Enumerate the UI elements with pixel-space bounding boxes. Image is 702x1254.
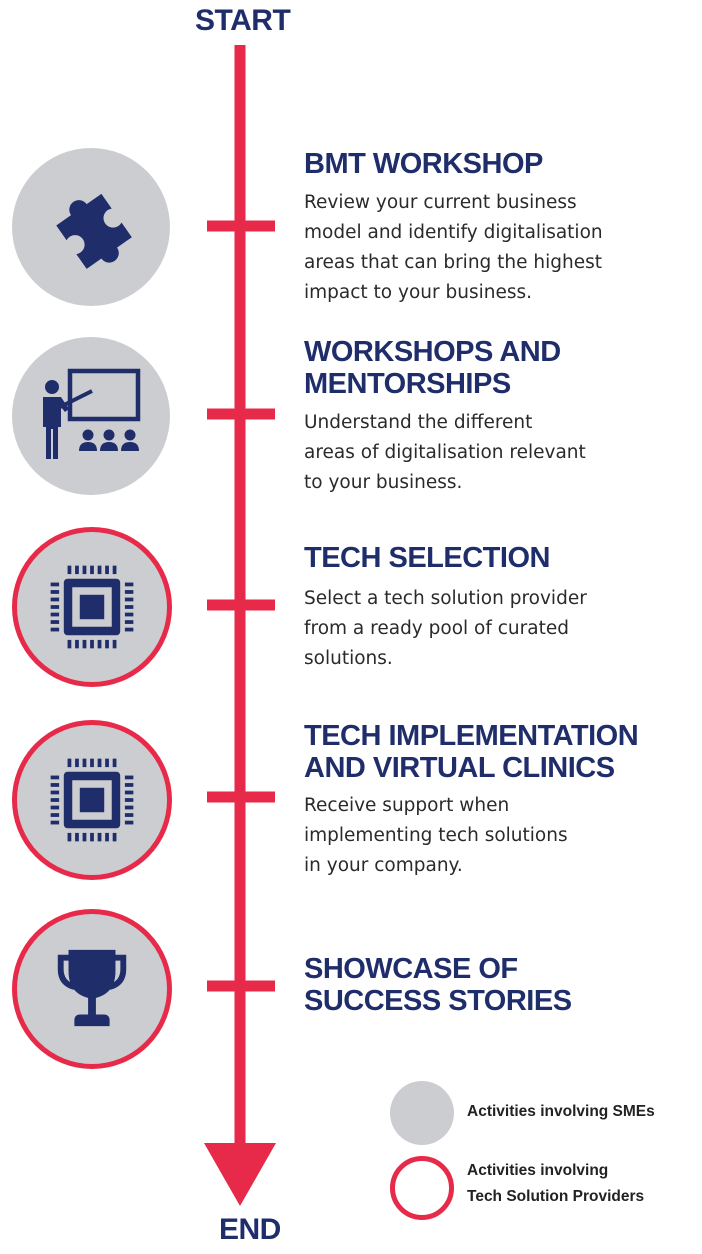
step-3-title: TECH SELECTION <box>304 542 550 574</box>
end-label: END <box>219 1213 281 1246</box>
step-2-circle <box>12 337 170 495</box>
trophy-icon <box>57 949 127 1027</box>
step-5-circle <box>12 909 172 1069</box>
step-4-title: TECH IMPLEMENTATION AND VIRTUAL CLINICS <box>304 720 639 784</box>
legend-label-tech: Activities involving Tech Solution Provi… <box>467 1162 645 1205</box>
step-3-circle <box>12 527 172 687</box>
step-1-description: Review your current business model and i… <box>304 192 603 303</box>
microchip-icon <box>50 758 134 842</box>
step-2-description: Understand the different areas of digita… <box>304 412 586 493</box>
start-label: START <box>195 4 291 37</box>
legend-label-sme: Activities involving SMEs <box>467 1103 655 1120</box>
step-3-description: Select a tech solution provider from a r… <box>304 588 587 669</box>
microchip-icon <box>50 565 134 649</box>
step-2-title: WORKSHOPS AND MENTORSHIPS <box>304 336 561 400</box>
timeline-arrowhead <box>204 1143 276 1206</box>
puzzle-piece-icon <box>56 193 132 269</box>
step-4-description: Receive support when implementing tech s… <box>304 795 568 876</box>
legend-swatch-sme <box>390 1081 454 1145</box>
step-1-circle <box>12 148 170 306</box>
step-5-title: SHOWCASE OF SUCCESS STORIES <box>304 953 572 1017</box>
legend-swatch-tech <box>390 1156 454 1220</box>
step-4-circle <box>12 720 172 880</box>
step-1-title: BMT WORKSHOP <box>304 148 543 180</box>
presenter-icon <box>43 368 141 459</box>
